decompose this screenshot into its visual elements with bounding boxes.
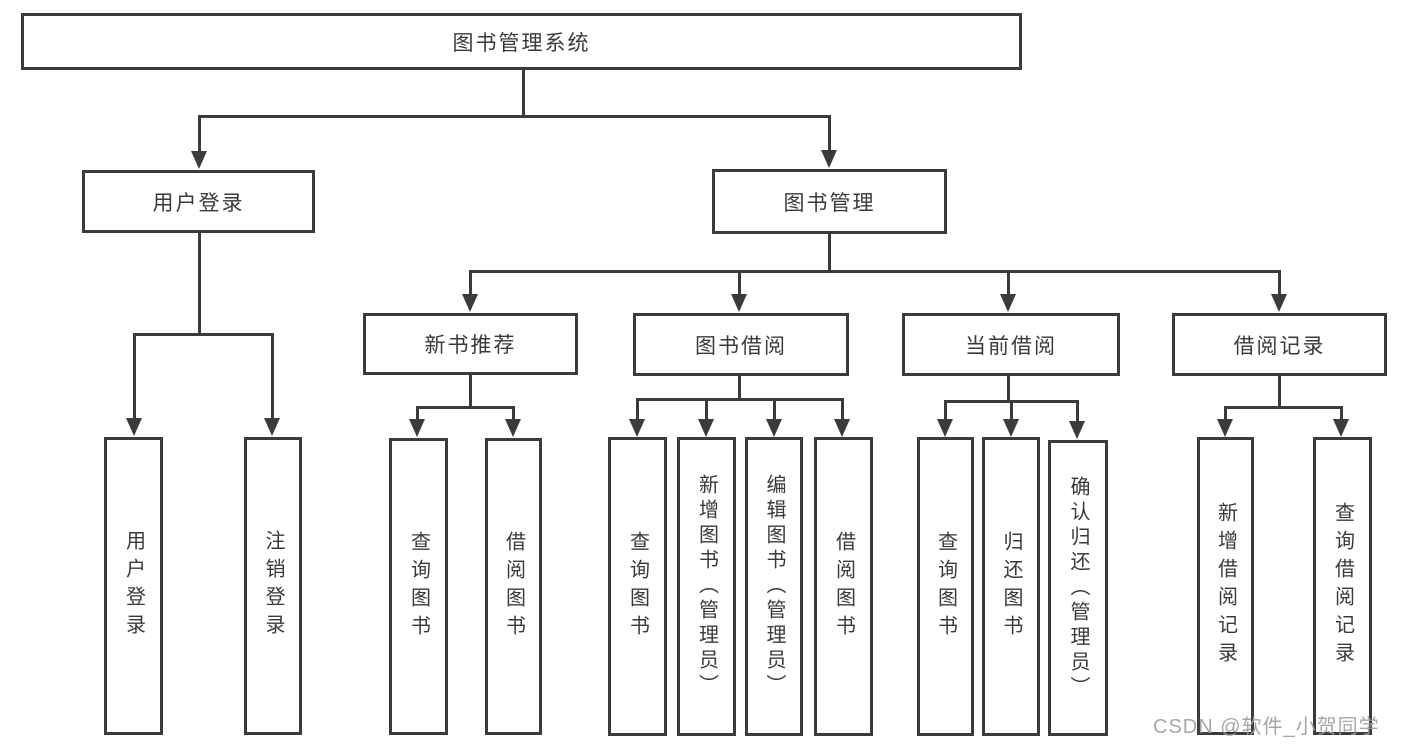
connector-user-login-stem: [198, 233, 201, 336]
arrowhead-down-icon: [731, 294, 747, 312]
leaf-borrow-books: 借阅图书: [814, 437, 873, 736]
node-label: 图书借阅: [695, 334, 787, 358]
node-current-borrow: 当前借阅: [902, 313, 1120, 376]
connector-drop: [841, 398, 844, 420]
arrowhead-down-icon: [1217, 419, 1233, 437]
leaf-label: 注销登录: [262, 530, 284, 642]
node-label: 用户登录: [152, 191, 245, 215]
leaf-return-books: 归还图书: [982, 437, 1040, 736]
node-borrow-records: 借阅记录: [1172, 313, 1387, 376]
connector-book-borrow-stem: [738, 376, 741, 401]
connector-user-login-rail: [133, 333, 274, 336]
connector-drop: [512, 406, 515, 420]
leaf-borrow-books: 借阅图书: [485, 438, 542, 735]
arrowhead-down-icon: [629, 419, 645, 437]
node-label: 当前借阅: [965, 334, 1057, 358]
leaf-label: 编辑图书（管理员）: [763, 474, 785, 699]
arrowhead-down-icon: [1271, 294, 1287, 312]
leaf-label: 用户登录: [122, 530, 145, 642]
connector-book-mgmt-stem: [828, 234, 831, 273]
csdn-watermark: CSDN @软件_小贺同学: [1153, 716, 1380, 738]
connector-borrow-records-rail: [1224, 406, 1343, 409]
connector-level3-rail: [469, 270, 1281, 273]
connector-drop: [1278, 270, 1281, 295]
connector-drop: [738, 270, 741, 295]
leaf-label: 查询图书: [407, 530, 430, 643]
node-label: 新书推荐: [424, 334, 517, 357]
arrowhead-down-icon: [1003, 419, 1019, 437]
leaf-label: 新增借阅记录: [1214, 502, 1237, 670]
node-library-system: 图书管理系统: [21, 13, 1022, 70]
connector-new-books-rail: [416, 406, 515, 409]
connector-drop: [198, 115, 201, 152]
node-book-management: 图书管理: [712, 169, 947, 234]
leaf-edit-books-admin: 编辑图书（管理员）: [745, 437, 803, 736]
arrowhead-down-icon: [264, 418, 280, 436]
connector-borrow-records-stem: [1278, 376, 1281, 409]
connector-drop: [1010, 400, 1013, 420]
connector-drop: [271, 333, 274, 419]
leaf-logout: 注销登录: [244, 437, 302, 735]
connector-drop: [773, 398, 776, 420]
connector-drop: [1224, 406, 1227, 420]
arrowhead-down-icon: [505, 419, 521, 437]
arrowhead-down-icon: [1069, 421, 1085, 439]
connector-drop: [133, 333, 136, 419]
arrowhead-down-icon: [937, 419, 953, 437]
connector-drop: [828, 115, 831, 151]
node-label: 图书管理: [783, 191, 876, 215]
connector-level2-rail: [198, 115, 831, 118]
leaf-label: 借阅图书: [832, 530, 855, 643]
arrowhead-down-icon: [766, 419, 782, 437]
node-new-book-recommend: 新书推荐: [363, 313, 578, 375]
connector-drop: [416, 406, 419, 420]
leaf-add-borrow-record: 新增借阅记录: [1197, 437, 1254, 735]
node-book-borrow: 图书借阅: [633, 313, 849, 376]
arrowhead-down-icon: [821, 150, 837, 168]
connector-current-borrow-stem: [1007, 376, 1010, 403]
leaf-query-books: 查询图书: [917, 437, 974, 736]
connector-drop: [1076, 400, 1079, 422]
connector-drop: [944, 400, 947, 420]
leaf-query-books: 查询图书: [608, 437, 667, 736]
arrowhead-down-icon: [698, 419, 714, 437]
arrowhead-down-icon: [462, 294, 478, 312]
connector-drop: [636, 398, 639, 420]
leaf-label: 查询借阅记录: [1331, 502, 1354, 670]
leaf-add-books-admin: 新增图书（管理员）: [677, 437, 736, 736]
leaf-confirm-return-admin: 确认归还（管理员）: [1048, 440, 1108, 736]
leaf-label: 归还图书: [1000, 530, 1022, 643]
node-user-login: 用户登录: [82, 170, 315, 233]
arrowhead-down-icon: [409, 419, 425, 437]
leaf-query-books: 查询图书: [389, 438, 448, 735]
node-label: 图书管理系统: [452, 31, 591, 55]
leaf-label: 查询图书: [626, 530, 649, 643]
connector-drop: [469, 270, 472, 295]
arrowhead-down-icon: [191, 151, 207, 169]
leaf-label: 查询图书: [934, 530, 957, 643]
leaf-user-login: 用户登录: [104, 437, 163, 735]
leaf-label: 确认归还（管理员）: [1067, 475, 1089, 701]
arrowhead-down-icon: [834, 419, 850, 437]
leaf-label: 新增图书（管理员）: [695, 474, 718, 699]
connector-book-borrow-rail: [636, 398, 844, 401]
connector-root-stem: [522, 69, 525, 117]
arrowhead-down-icon: [1333, 419, 1349, 437]
connector-drop: [705, 398, 708, 420]
connector-new-books-stem: [469, 375, 472, 409]
arrowhead-down-icon: [126, 418, 142, 436]
connector-drop: [1340, 406, 1343, 420]
node-label: 借阅记录: [1233, 334, 1326, 358]
leaf-query-borrow-record: 查询借阅记录: [1313, 437, 1372, 735]
connector-drop: [1007, 270, 1010, 295]
arrowhead-down-icon: [1000, 294, 1016, 312]
leaf-label: 借阅图书: [502, 530, 525, 643]
